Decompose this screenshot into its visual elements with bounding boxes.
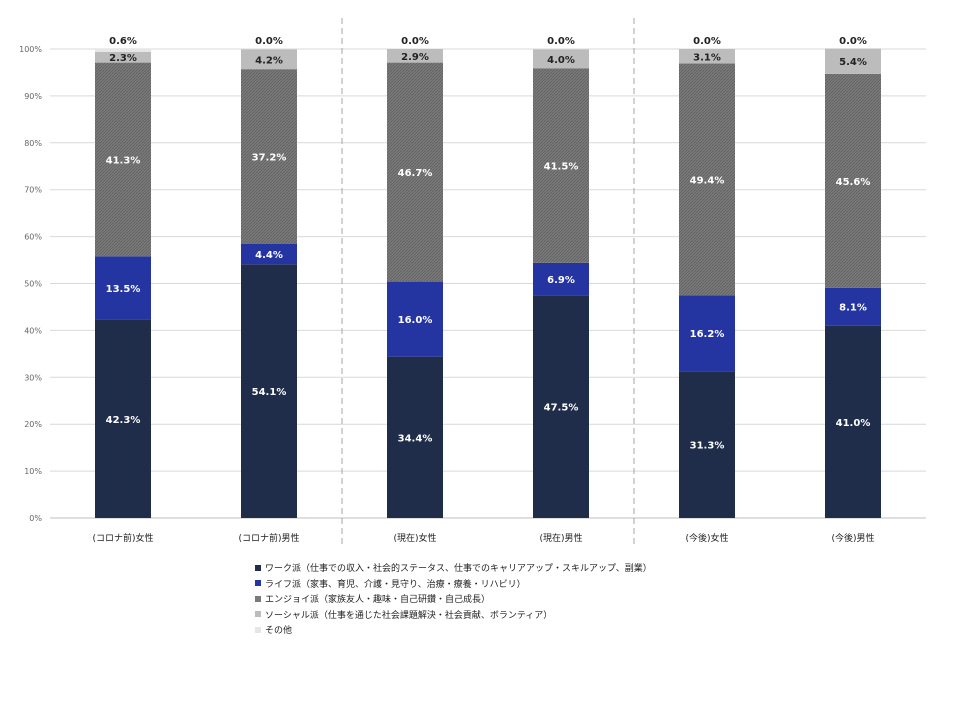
bar-segment <box>241 49 297 70</box>
data-label: 5.4% <box>839 57 867 68</box>
bar-segment <box>825 48 881 74</box>
bar-segment <box>387 281 443 357</box>
bar-segment <box>95 49 151 52</box>
data-label: 42.3% <box>106 415 141 426</box>
data-label: 0.6% <box>109 36 137 47</box>
data-label: 47.5% <box>544 403 579 414</box>
legend-item: その他 <box>255 622 652 638</box>
bar-segment <box>533 295 589 518</box>
data-label: 0.0% <box>401 36 429 47</box>
data-label: 46.7% <box>398 168 433 179</box>
legend-swatch <box>255 595 261 602</box>
data-label: 0.0% <box>255 36 283 47</box>
y-tick-label: 0% <box>29 514 42 523</box>
x-tick-label: (コロナ前)男性 <box>238 532 299 544</box>
bar-segment <box>533 49 589 69</box>
data-label: 13.5% <box>106 284 141 295</box>
y-tick-label: 20% <box>24 420 42 429</box>
data-label: 34.4% <box>398 433 433 444</box>
bar-segment <box>533 262 589 296</box>
legend: ワーク派（仕事での収入・社会的ステータス、仕事でのキャリアアップ・スキルアップ、… <box>255 560 652 638</box>
y-tick-label: 30% <box>24 373 42 382</box>
bar-segment <box>241 243 297 265</box>
legend-item: ワーク派（仕事での収入・社会的ステータス、仕事でのキャリアアップ・スキルアップ、… <box>255 560 652 576</box>
legend-label: ワーク派（仕事での収入・社会的ステータス、仕事でのキャリアアップ・スキルアップ、… <box>265 564 652 575</box>
data-label: 0.0% <box>839 36 867 47</box>
legend-swatch <box>255 564 261 571</box>
data-label: 8.1% <box>839 303 867 314</box>
legend-label: ソーシャル派（仕事を通じた社会課題解決・社会貢献、ボランティア） <box>265 610 553 621</box>
bar-segment <box>241 69 297 244</box>
data-label: 0.0% <box>693 36 721 47</box>
data-label: 2.3% <box>109 53 137 64</box>
legend-label: ライフ派（家事、育児、介護・見守り、治療・療養・リハビリ） <box>265 579 526 590</box>
data-label: 49.4% <box>690 175 725 186</box>
legend-item: ソーシャル派（仕事を通じた社会課題解決・社会貢献、ボランティア） <box>255 607 652 623</box>
bar-segment <box>679 371 735 518</box>
data-label: 41.5% <box>544 162 579 173</box>
y-tick-label: 40% <box>24 326 42 335</box>
bar-segment <box>241 264 297 518</box>
legend-item: エンジョイ派（家族友人・趣味・自己研鑽・自己成長） <box>255 591 652 607</box>
bar-segment <box>679 295 735 372</box>
legend-item: ライフ派（家事、育児、介護・見守り、治療・療養・リハビリ） <box>255 576 652 592</box>
bar-segment <box>679 63 735 296</box>
y-tick-label: 10% <box>24 467 42 476</box>
legend-swatch <box>255 626 261 633</box>
bar-segment <box>387 356 443 518</box>
data-label: 2.9% <box>401 52 429 63</box>
legend-label: その他 <box>265 626 293 637</box>
y-axis-ticks: 0% 10% 20% 30% 40% 50% 60% 70% 80% 90% 100% <box>19 45 42 523</box>
data-label: 54.1% <box>252 387 287 398</box>
x-tick-label: (現在)男性 <box>539 532 582 544</box>
bar-segment <box>387 49 443 63</box>
data-label: 16.0% <box>398 315 433 326</box>
legend-swatch <box>255 580 261 587</box>
data-label: 37.2% <box>252 152 287 163</box>
bar-segment <box>825 287 881 326</box>
data-label: 45.6% <box>836 177 871 188</box>
y-tick-label: 90% <box>24 92 42 101</box>
bar-segment <box>387 62 443 282</box>
bars <box>95 48 881 518</box>
x-tick-label: (今後)男性 <box>831 532 874 544</box>
y-tick-label: 100% <box>19 45 42 54</box>
bar-segment <box>95 51 151 63</box>
bar-segment <box>95 62 151 257</box>
x-tick-label: (コロナ前)女性 <box>92 532 153 544</box>
data-labels: 42.3% 13.5% 41.3% 2.3% 0.6% 54.1% 4.4% 37.2% 4.2… <box>106 36 871 452</box>
bar-segment <box>825 73 881 288</box>
y-tick-label: 80% <box>24 139 42 148</box>
data-label: 4.4% <box>255 250 283 261</box>
data-label: 4.0% <box>547 55 575 66</box>
legend-label: エンジョイ派（家族友人・趣味・自己研鑽・自己成長） <box>265 595 491 606</box>
bar-segment <box>533 68 589 263</box>
data-label: 0.0% <box>547 36 575 47</box>
data-label: 41.3% <box>106 155 141 166</box>
x-tick-label: (現在)女性 <box>393 532 436 544</box>
bar-segment <box>95 319 151 518</box>
bar-segment <box>95 256 151 320</box>
x-tick-label: (今後)女性 <box>685 532 728 544</box>
legend-swatch <box>255 611 261 618</box>
data-label: 41.0% <box>836 418 871 429</box>
y-tick-label: 50% <box>24 280 42 289</box>
bar-segment <box>679 49 735 64</box>
data-label: 4.2% <box>255 55 283 66</box>
x-axis-ticks: (コロナ前)女性 (コロナ前)男性 (現在)女性 (現在)男性 (今後)女性 (今後)男性 <box>92 532 874 544</box>
data-label: 6.9% <box>547 275 575 286</box>
data-label: 31.3% <box>690 441 725 452</box>
data-label: 3.1% <box>693 52 721 63</box>
bar-segment <box>825 325 881 518</box>
y-tick-label: 60% <box>24 233 42 242</box>
gridlines <box>50 48 926 519</box>
group-separators <box>341 18 635 545</box>
y-tick-label: 70% <box>24 186 42 195</box>
data-label: 16.2% <box>690 329 725 340</box>
